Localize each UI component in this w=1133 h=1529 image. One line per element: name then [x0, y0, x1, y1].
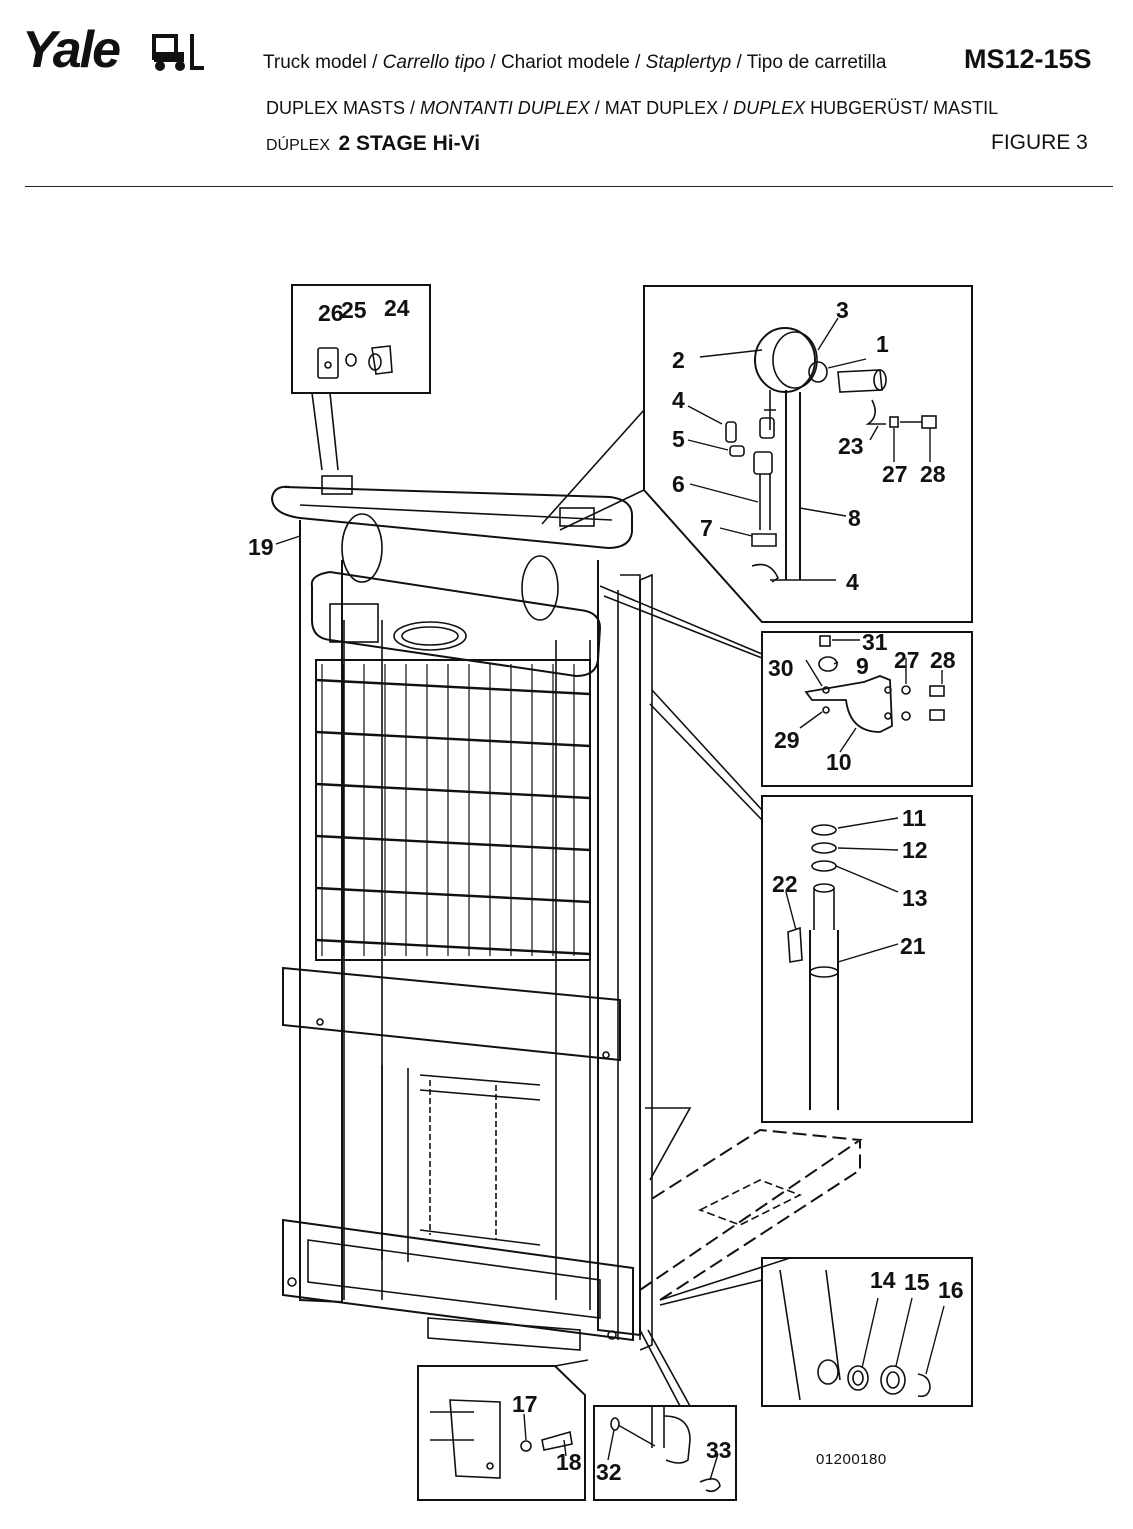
mast-assembly: [270, 475, 863, 1351]
callout-1: 1: [876, 331, 889, 357]
callout-16: 16: [938, 1277, 964, 1303]
callout-10: 10: [826, 749, 852, 775]
mesh-guard: [315, 659, 591, 961]
line2-part: MONTANTI DUPLEX: [420, 98, 590, 118]
detail-box-bracket: [599, 585, 973, 787]
callout-18: 18: [556, 1449, 582, 1475]
callout-8: 8: [848, 505, 861, 531]
callout-25: 25: [341, 297, 367, 323]
truck-model: MS12-15S: [964, 44, 1092, 74]
detail-box-pulley: [541, 285, 973, 623]
header-line-2: DUPLEX MASTS / MONTANTI DUPLEX / MAT DUP…: [266, 98, 998, 119]
callout-27b: 27: [894, 647, 920, 673]
header-line-1: Truck model / Carrello tipo / Chariot mo…: [263, 52, 886, 74]
line1-part: / Chariot modele /: [485, 52, 646, 73]
line2-part: DUPLEX MASTS /: [266, 98, 421, 118]
callout-14: 14: [870, 1267, 896, 1293]
callout-7: 7: [700, 515, 713, 541]
brand-name: Yale: [22, 21, 121, 79]
callout-15: 15: [904, 1269, 930, 1295]
callout-3: 3: [836, 297, 849, 323]
callout-5: 5: [672, 426, 685, 452]
line1-part: Staplertyp: [645, 52, 732, 73]
detail-box-top-left: [291, 284, 431, 471]
callout-12: 12: [902, 837, 928, 863]
callout-19: 19: [248, 534, 274, 560]
line3-prefix: DÚPLEX: [266, 137, 331, 154]
callout-31: 31: [862, 629, 888, 655]
leader-lines: [275, 317, 945, 1481]
callout-13: 13: [902, 885, 928, 911]
callout-4a: 4: [672, 387, 685, 413]
callout-21: 21: [900, 933, 926, 959]
detail-box-pin: [417, 1359, 589, 1501]
line1-part: Truck model /: [263, 52, 383, 73]
callout-28a: 28: [920, 461, 946, 487]
callout-2: 2: [672, 347, 685, 373]
figure-number: FIGURE 3: [991, 131, 1088, 154]
line2-part: DUPLEX: [733, 98, 806, 118]
header-divider: [25, 186, 1113, 187]
line2-part: / MAT DUPLEX /: [589, 98, 734, 118]
line2-part: HUBGERÜST/ MASTIL: [805, 98, 999, 118]
callout-29: 29: [774, 727, 800, 753]
callout-11: 11: [902, 805, 927, 831]
callout-9: 9: [856, 653, 869, 679]
callout-30: 30: [768, 655, 794, 681]
forklift-logo-icon: [152, 34, 204, 71]
line1-part: Carrello tipo: [382, 52, 486, 73]
callout-28b: 28: [930, 647, 956, 673]
header-line-3: DÚPLEX 2 STAGE Hi-Vi: [266, 132, 480, 156]
detail-box-clip: [593, 1329, 737, 1501]
callout-22: 22: [772, 871, 798, 897]
line1-part: / Tipo de carretilla: [731, 52, 887, 73]
callout-4b: 4: [846, 569, 859, 595]
callout-17: 17: [512, 1391, 538, 1417]
callout-26: 26: [318, 300, 344, 326]
callout-24: 24: [384, 295, 410, 321]
callout-labels: 26 25 24 3 1 2 4 5 23 27 28 6 8 7 4 19 3…: [248, 295, 964, 1485]
mast-type: 2 STAGE Hi-Vi: [338, 132, 481, 155]
drawing-code: 01200180: [816, 1451, 887, 1468]
callout-33: 33: [706, 1437, 732, 1463]
callout-32: 32: [596, 1459, 622, 1485]
callout-23: 23: [838, 433, 864, 459]
detail-box-axle: [659, 1257, 973, 1407]
callout-27a: 27: [882, 461, 908, 487]
detail-box-cylinder: [649, 689, 973, 1123]
callout-6: 6: [672, 471, 685, 497]
